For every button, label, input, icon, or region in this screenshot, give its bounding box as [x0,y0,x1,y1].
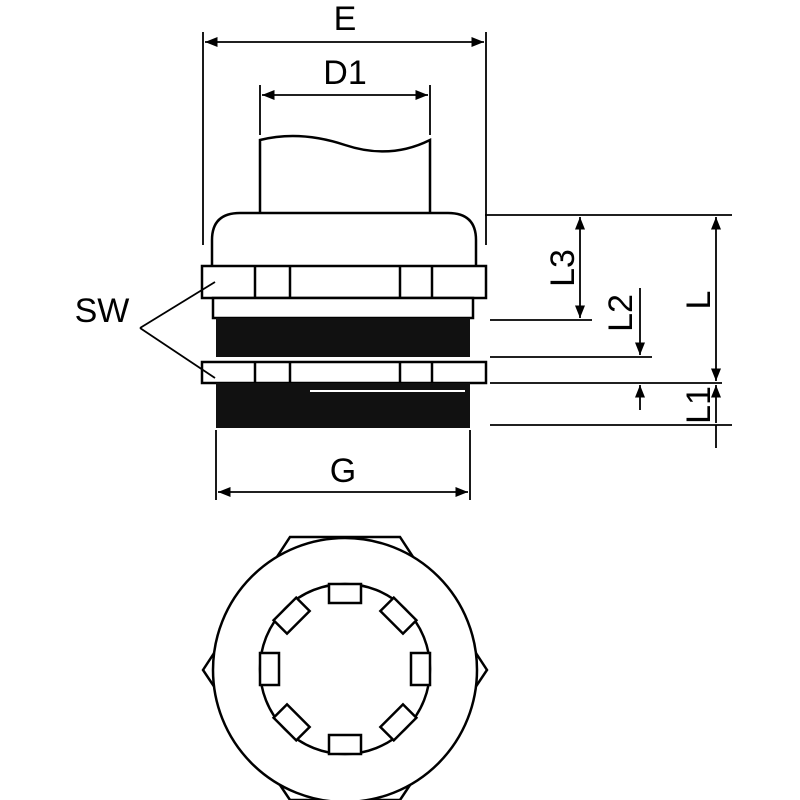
label-l1: L1 [680,386,718,424]
lower-nut [200,360,488,385]
dimensions [139,32,732,500]
lower-thread [216,383,470,428]
label-l2: L2 [602,294,640,332]
label-l: L [680,291,718,310]
seal-slot [271,595,312,636]
seal-slot [409,651,432,687]
seal-slots [258,582,432,756]
seal-slot [271,702,312,743]
seal-slot [327,582,363,605]
cap [210,211,478,266]
cable [258,134,432,213]
label-d1: D1 [323,54,366,92]
label-g: G [330,452,356,490]
seal-slot [327,733,363,756]
body [211,296,475,320]
label-sw: SW [75,292,130,330]
upper-nut [200,264,488,300]
seal-slot [378,702,419,743]
lower-nut-flats [253,362,434,383]
upper-nut-flats [253,266,434,298]
bottom-view [201,535,489,800]
seal-slot [258,651,281,687]
side-view [200,134,488,428]
upper-thread [216,318,470,357]
label-l3: L3 [544,249,582,287]
label-e: E [334,0,357,38]
seal-slot [378,595,419,636]
